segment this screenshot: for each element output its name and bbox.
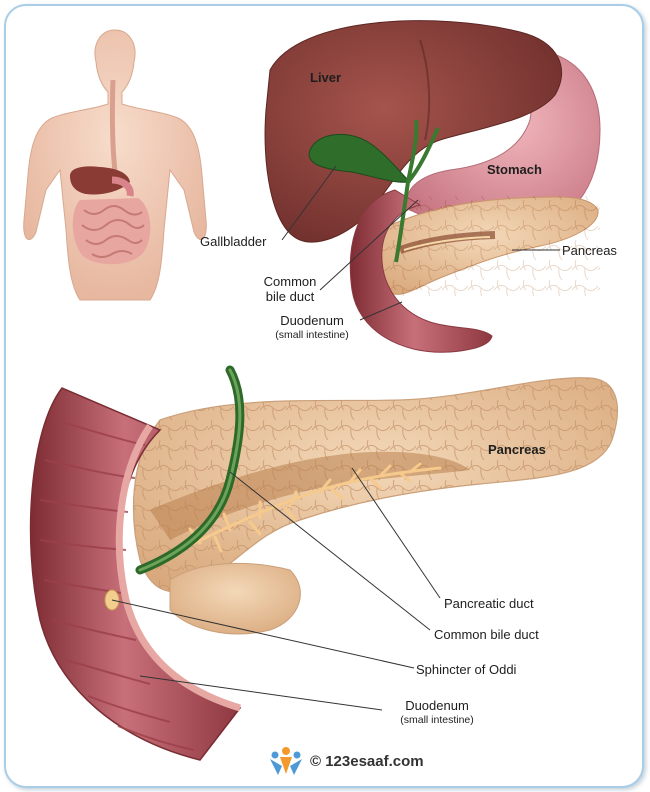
- label-sphincter-of-oddi: Sphincter of Oddi: [416, 662, 517, 677]
- label-common-bile-duct-top: Common bile duct: [258, 274, 322, 304]
- label-duodenum-bottom-name: Duodenum: [405, 698, 469, 713]
- label-pancreatic-duct: Pancreatic duct: [444, 596, 534, 611]
- label-pancreas-bottom: Pancreas: [488, 442, 546, 457]
- label-common-bile-duct-bottom: Common bile duct: [434, 627, 539, 642]
- human-body-figure: [23, 29, 207, 301]
- label-pancreas-top: Pancreas: [562, 243, 617, 258]
- label-duodenum-top: Duodenum (small intestine): [262, 313, 362, 343]
- label-duodenum-bottom: Duodenum (small intestine): [384, 698, 490, 728]
- label-stomach: Stomach: [487, 162, 542, 177]
- copyright-text: © 123esaaf.com: [310, 752, 424, 770]
- label-cbd-line2: bile duct: [265, 289, 315, 304]
- label-gallbladder: Gallbladder: [200, 234, 267, 249]
- label-cbd-line1: Common: [263, 274, 317, 289]
- label-duodenum-bottom-sub: (small intestine): [400, 714, 474, 726]
- leader-lines: [111, 165, 560, 711]
- people-logo-icon: [270, 747, 302, 775]
- label-liver: Liver: [310, 70, 342, 85]
- pancreas-detail: [29, 365, 618, 761]
- label-duodenum-top-name: Duodenum: [280, 313, 344, 328]
- footer-watermark: © 123esaaf.com: [268, 746, 424, 776]
- upper-abdominal-organs: [264, 20, 601, 353]
- label-duodenum-top-sub: (small intestine): [275, 329, 349, 341]
